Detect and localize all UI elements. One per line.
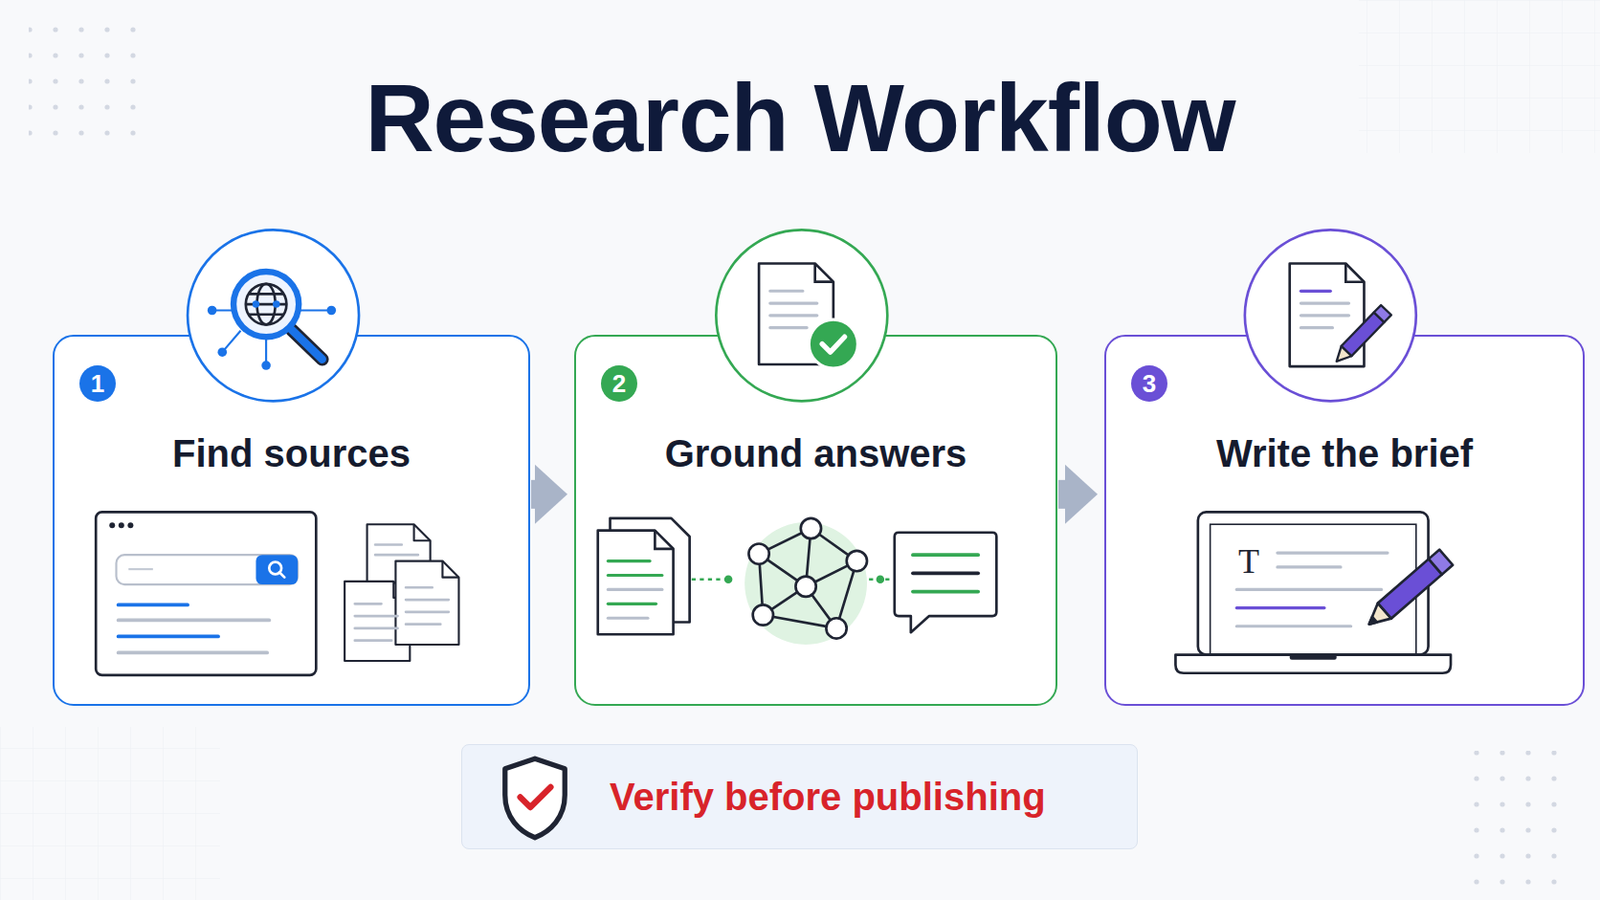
note-banner: Verify before publishing [461, 744, 1138, 850]
diagram-title: Research Workflow [0, 65, 1600, 171]
note-text: Verify before publishing [609, 773, 1046, 822]
text-glyph: T [1238, 544, 1260, 579]
flow-arrow [1058, 465, 1098, 525]
step-heading: Write the brief [1106, 428, 1583, 479]
step-box: Ground answers 2 [574, 334, 1058, 707]
callout-number: 1 [79, 365, 116, 402]
step-box: Find sources 1 [52, 334, 531, 707]
step-box: Write the brief 3T [1104, 334, 1585, 707]
line-grid [1358, 0, 1600, 154]
callout-number: 3 [1131, 365, 1168, 402]
step-heading: Find sources [54, 428, 529, 479]
dot-grid [1459, 751, 1575, 886]
line-grid [0, 727, 221, 900]
callout-number: 2 [600, 365, 638, 402]
step-heading: Ground answers [576, 428, 1056, 479]
dot-grid [28, 19, 144, 154]
flow-arrow [531, 465, 568, 525]
shield-icon [497, 755, 573, 842]
